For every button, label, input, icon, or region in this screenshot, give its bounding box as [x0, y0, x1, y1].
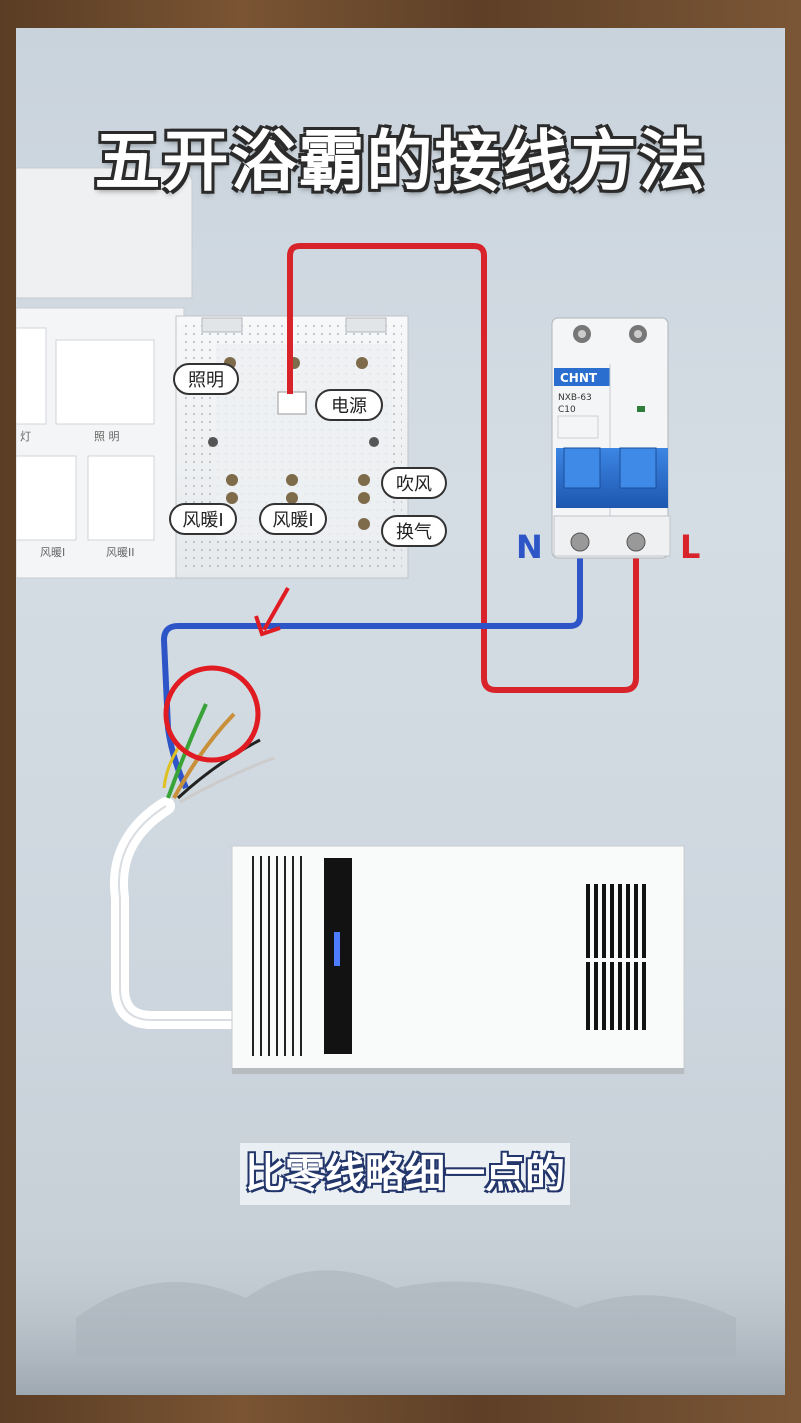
- display-indicator: [334, 932, 340, 966]
- callout-ventilation: 换气: [381, 515, 447, 547]
- cable-bundle: [110, 665, 275, 1029]
- right-vent-grille: [586, 884, 646, 1030]
- bath-heater-unit: [231, 845, 685, 1074]
- callout-heat1: 风暖I: [169, 503, 237, 535]
- red-arrow-head: [254, 615, 281, 637]
- label-lighting: 照明: [188, 370, 224, 391]
- breaker-model: NXB-63: [558, 393, 592, 403]
- callout-blow: 吹风: [381, 467, 447, 499]
- diagram-canvas: 灯 照 明 风暖I 风暖II: [16, 28, 785, 1395]
- left-vent-grille: [252, 856, 302, 1056]
- diagram-title: 五开浴霸的接线方法: [94, 123, 707, 200]
- panel-label-heat2: 风暖II: [106, 546, 135, 559]
- label-heat1: 风暖I: [182, 510, 223, 531]
- panel-label-lighting: 照 明: [94, 430, 120, 443]
- breaker-rating: C10: [558, 405, 576, 415]
- label-blow: 吹风: [396, 474, 432, 495]
- live-wire: [287, 243, 639, 693]
- label-ventilation: 换气: [396, 522, 432, 543]
- subtitle-caption: 比零线略细一点的: [240, 1143, 570, 1205]
- callout-lighting: 照明: [173, 363, 239, 395]
- neutral-terminal-label: N: [516, 528, 543, 566]
- panel-label-heat1: 风暖I: [40, 546, 65, 559]
- breaker-brand: CHNT: [560, 371, 598, 385]
- highlight-circle: [163, 665, 261, 763]
- callout-power: 电源: [315, 389, 383, 421]
- red-arrow: [262, 587, 290, 631]
- callout-heat2: 风暖I: [259, 503, 327, 535]
- label-heat2: 风暖I: [272, 510, 313, 531]
- switch-panel-left: 灯 照 明 风暖I 风暖II: [16, 167, 193, 579]
- wiring-diagram: 灯 照 明 风暖I 风暖II: [16, 167, 785, 1395]
- live-terminal-label: L: [680, 528, 700, 566]
- label-power: 电源: [331, 396, 367, 417]
- circuit-breaker: CHNT NXB-63 C10: [551, 317, 671, 559]
- panel-label-light: 灯: [20, 430, 31, 443]
